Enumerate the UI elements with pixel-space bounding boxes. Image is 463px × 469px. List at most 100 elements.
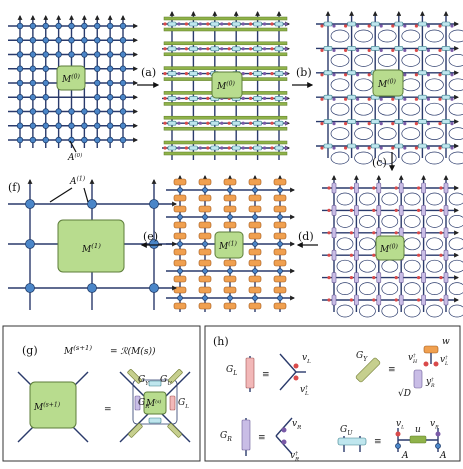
- red-vertex: [184, 121, 188, 125]
- cyan-tensor: [274, 145, 284, 151]
- purple-tensor: [443, 272, 449, 283]
- cyan-tensor: [231, 46, 241, 52]
- blue-vertex: [177, 214, 183, 220]
- A0-tensor: [29, 51, 37, 58]
- blue-vertex: [177, 268, 183, 274]
- purple-vertex: [220, 121, 224, 125]
- loop-shape: [330, 151, 350, 165]
- loop-shape: [448, 102, 463, 116]
- loop-shape: [425, 102, 444, 116]
- A0-tensor: [94, 37, 101, 44]
- A0-tensor: [29, 122, 37, 129]
- u-tensor: [409, 435, 427, 444]
- red-vertex: [320, 24, 324, 28]
- orange-tensor: [223, 205, 237, 213]
- red-vertex: [438, 48, 442, 53]
- panel-f-coarse-lattice: M(1)A(1): [8, 175, 177, 310]
- panel-a-result: M(0): [162, 11, 290, 160]
- A0-tensor: [106, 108, 114, 115]
- purple-vertex: [220, 22, 224, 26]
- cyan-tensor: [347, 46, 356, 51]
- red-vertex: [372, 231, 376, 235]
- label-f: (f): [8, 181, 21, 194]
- A0-tensor: [16, 51, 24, 58]
- loop-shape: [330, 29, 350, 43]
- purple-vertex: [198, 121, 202, 125]
- A1-pointer-left: [49, 187, 73, 203]
- loop-shape: [359, 237, 376, 251]
- GU-label: GU: [160, 375, 172, 387]
- red-vertex: [349, 298, 353, 302]
- A0-tensor: [16, 136, 24, 144]
- red-vertex: [227, 47, 231, 51]
- orange-tensor: [198, 275, 212, 283]
- purple-tensor: [331, 294, 337, 306]
- A0-tensor: [106, 37, 114, 44]
- red-vertex: [320, 73, 324, 77]
- A0-tensor: [106, 94, 114, 101]
- loop-shape: [359, 215, 376, 228]
- purple-vertex: [241, 121, 245, 125]
- orange-tensor: [198, 205, 212, 213]
- cyan-tensor: [274, 96, 284, 101]
- cyan-tensor: [323, 70, 333, 76]
- A1-tensor: [25, 283, 35, 293]
- purple-vertex: [332, 24, 336, 28]
- purple-tensor: [421, 182, 426, 194]
- A0-tensor: [106, 122, 114, 129]
- A0-tensor: [55, 108, 62, 115]
- cyan-tensor: [347, 143, 356, 149]
- red-vertex: [391, 24, 395, 28]
- red-vertex: [184, 72, 188, 76]
- label-a: (a): [141, 66, 156, 79]
- red-vertex: [163, 47, 167, 51]
- purple-vertex: [379, 146, 383, 150]
- orange-tensor: [173, 178, 187, 186]
- A0-tensor: [55, 51, 62, 58]
- purple-tensor: [331, 182, 337, 194]
- loop-shape: [401, 151, 421, 165]
- loop-shape: [401, 78, 421, 92]
- orange-tensor: [248, 286, 262, 294]
- vR-tensor: [281, 427, 287, 433]
- A0-tensor: [81, 122, 88, 129]
- GY-label: GY: [138, 375, 150, 387]
- label-g: (g): [22, 344, 38, 357]
- label-b: (b): [296, 66, 312, 79]
- orange-tensor: [173, 248, 187, 256]
- loop-shape: [336, 215, 354, 228]
- red-vertex: [367, 24, 371, 28]
- vLdag-tensor: [293, 375, 299, 381]
- green-isometry-bar: [163, 151, 288, 156]
- vR-label: vR: [292, 419, 301, 431]
- purple-tensor: [376, 205, 382, 216]
- loop-shape: [336, 192, 354, 206]
- label-c: (c): [372, 156, 387, 169]
- orange-tensor: [198, 259, 212, 267]
- purple-tensor: [443, 205, 449, 216]
- A0-tensor: [106, 51, 114, 58]
- red-vertex: [270, 121, 274, 125]
- purple-vertex: [263, 22, 267, 26]
- loop-shape: [336, 282, 354, 295]
- red-vertex: [417, 186, 421, 190]
- purple-vertex: [220, 146, 224, 150]
- A0-tensor: [16, 65, 24, 72]
- orange-tensor: [173, 259, 187, 267]
- sqrtD-label: √D: [398, 388, 411, 399]
- cyan-tensor: [167, 120, 177, 126]
- blue-vertex: [177, 295, 183, 301]
- orange-tensor: [273, 286, 287, 294]
- A0-tensor: [42, 51, 49, 58]
- blue-vertex: [277, 187, 283, 193]
- purple-vertex: [284, 22, 288, 26]
- cyan-tensor: [189, 46, 198, 52]
- leg: [275, 417, 293, 437]
- blue-vertex: [277, 214, 283, 220]
- purple-vertex: [177, 146, 181, 150]
- cyan-tensor: [418, 46, 427, 51]
- A0-tensor: [42, 37, 49, 44]
- blue-vertex: [227, 187, 233, 193]
- A0-tensor: [106, 65, 114, 72]
